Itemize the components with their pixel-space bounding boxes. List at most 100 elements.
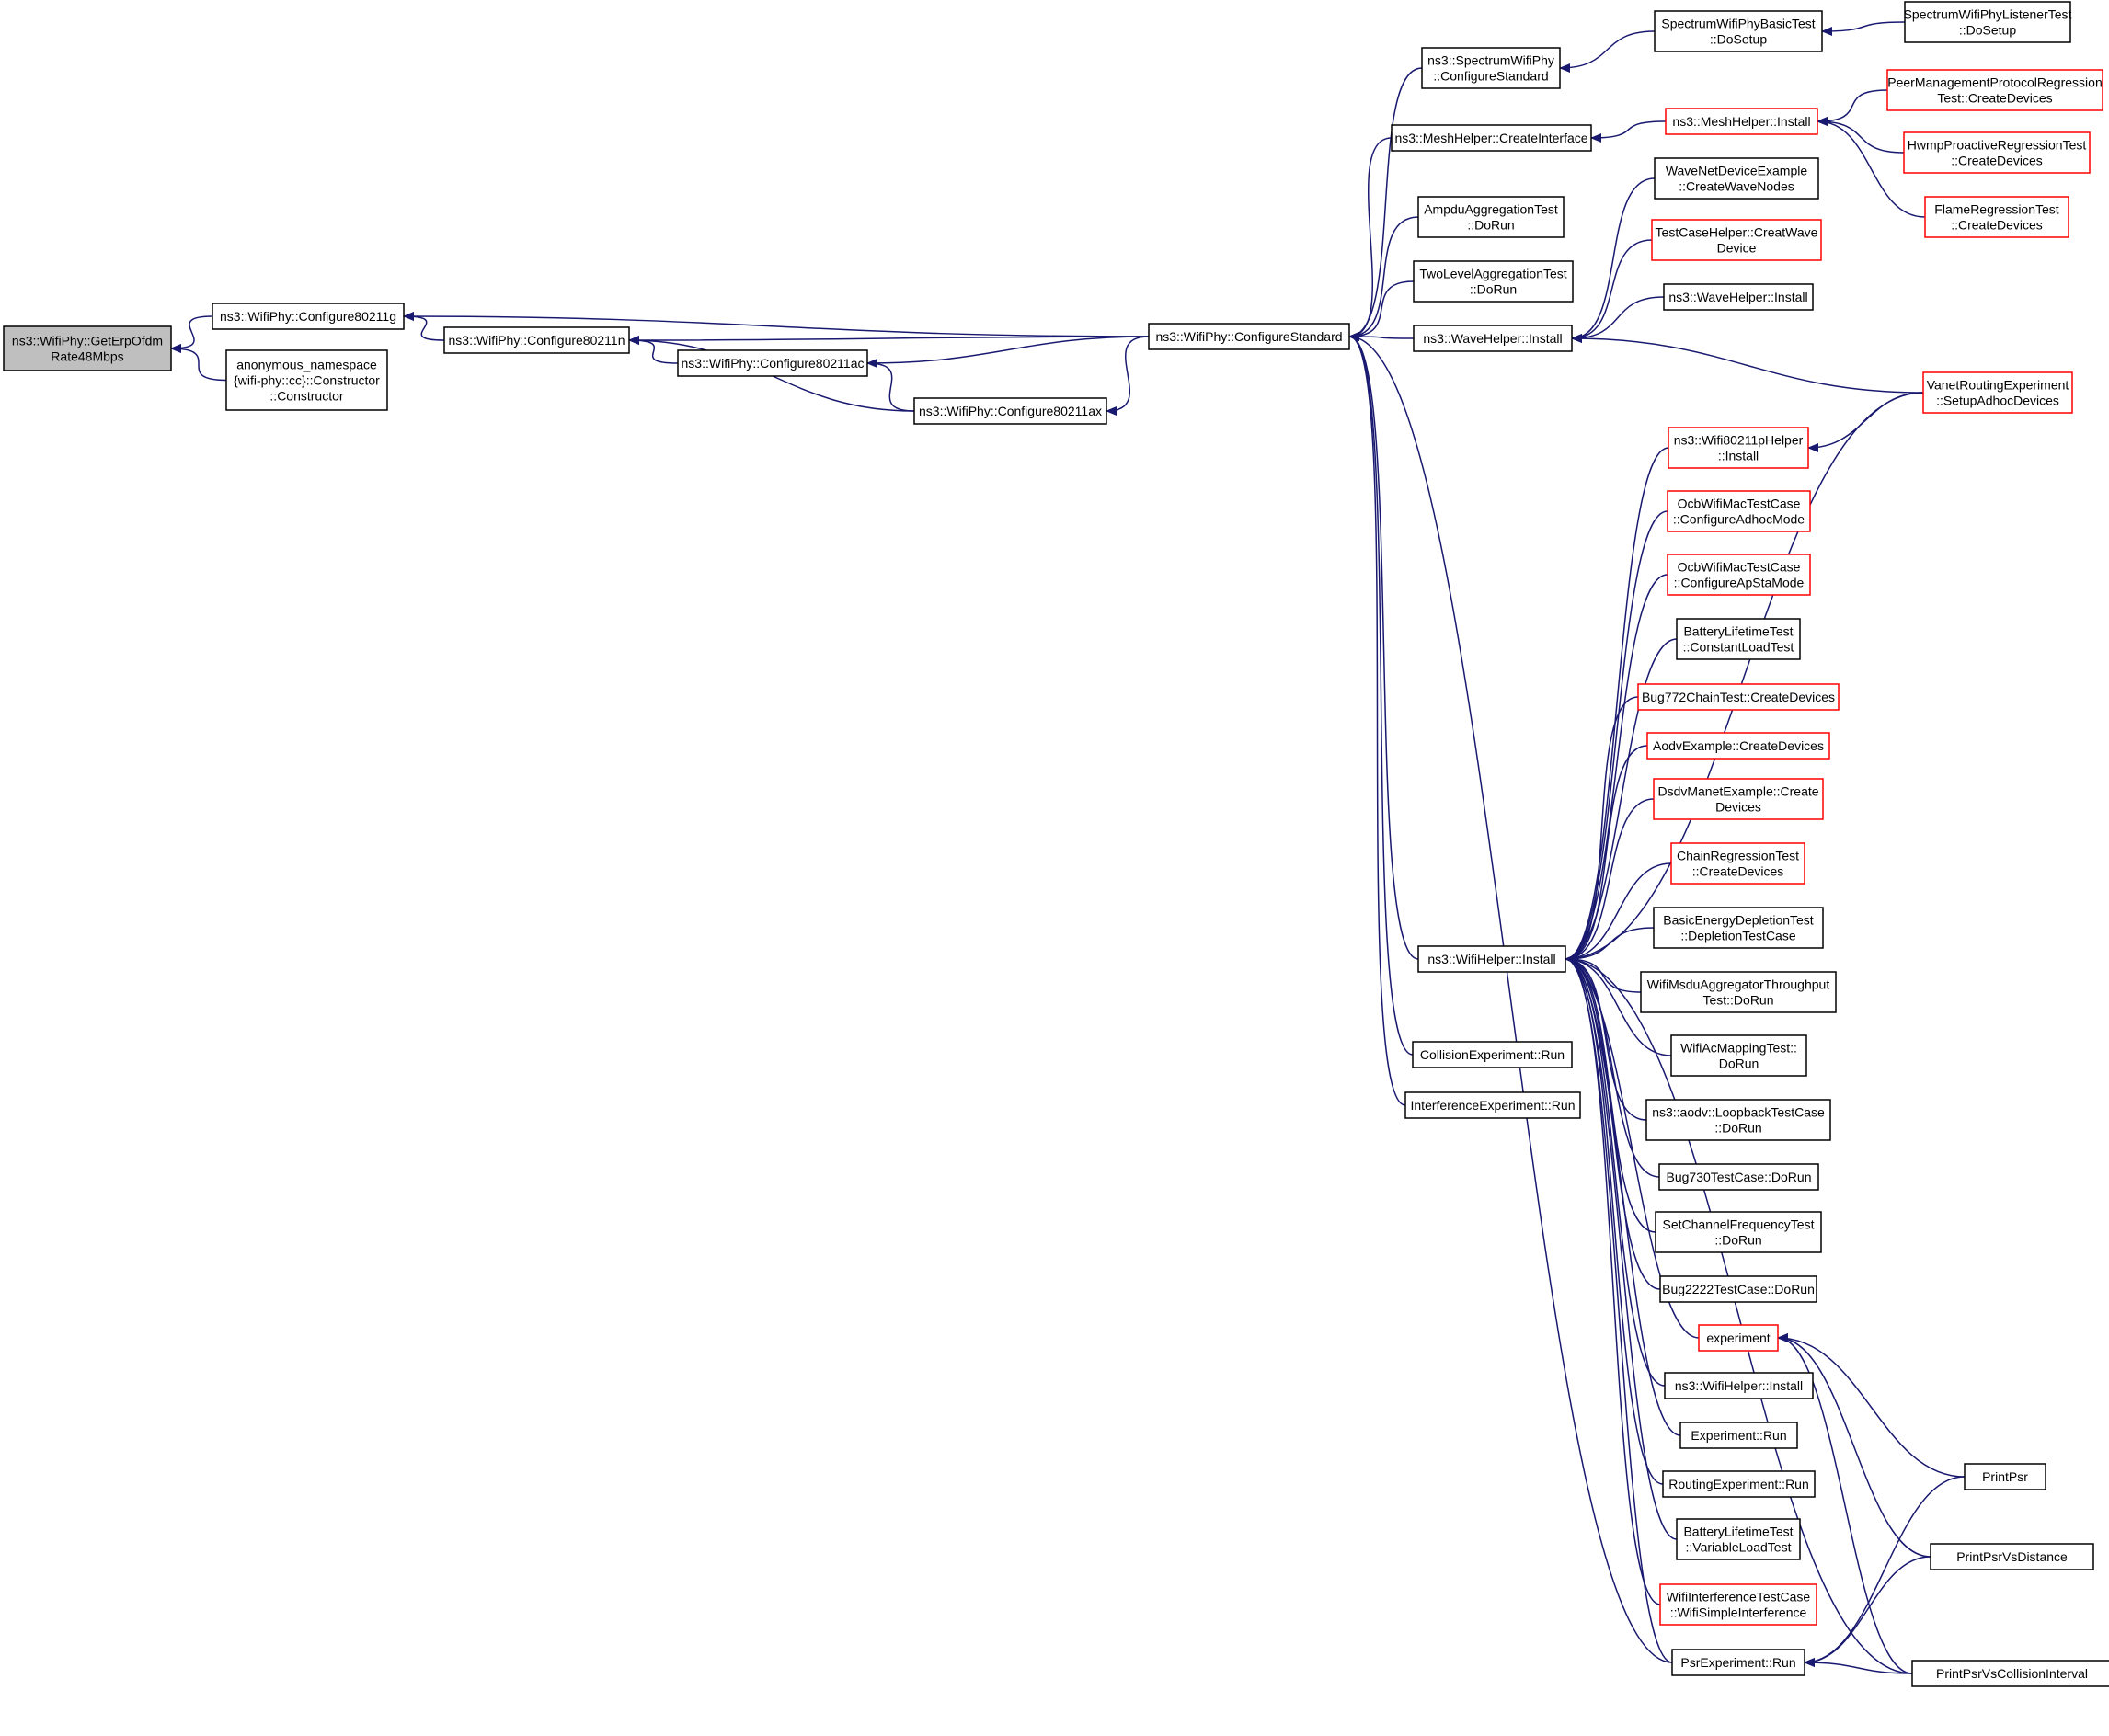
- node-batVar[interactable]: BatteryLifetimeTest::VariableLoadTest: [1676, 1518, 1801, 1560]
- edge-path: [1565, 954, 1660, 1178]
- node-box: [1667, 490, 1811, 532]
- edge-path: [1571, 177, 1656, 343]
- node-waveInst[interactable]: ns3::WaveHelper::Install: [1413, 325, 1573, 352]
- edge-path: [1565, 954, 1700, 1339]
- node-box: [1922, 371, 2073, 414]
- node-printPsrDist[interactable]: PrintPsrVsDistance: [1930, 1543, 2094, 1570]
- edge-waveInst-to-cfgStd: [1348, 332, 1415, 342]
- node-w80211p[interactable]: ns3::Wifi80211pHelper::Install: [1668, 427, 1809, 469]
- node-label: ns3::WifiPhy::Configure80211ac: [682, 356, 865, 371]
- node-label: ::WifiSimpleInterference: [1670, 1605, 1807, 1619]
- node-box: [1651, 219, 1822, 261]
- node-hwmp[interactable]: HwmpProactiveRegressionTest::CreateDevic…: [1903, 131, 2091, 174]
- node-expRun[interactable]: Experiment::Run: [1679, 1422, 1798, 1449]
- node-setChan[interactable]: SetChannelFrequencyTest::DoRun: [1655, 1211, 1822, 1253]
- node-psrRun[interactable]: PsrExperiment::Run: [1671, 1649, 1805, 1676]
- node-twoLevel[interactable]: TwoLevelAggregationTest::DoRun: [1413, 260, 1574, 303]
- node-label: ::CreateDevices: [1692, 863, 1784, 878]
- node-wifiInterf[interactable]: WifiInterferenceTestCase::WifiSimpleInte…: [1659, 1583, 1817, 1626]
- node-waveInst2[interactable]: ns3::WaveHelper::Install: [1663, 283, 1814, 311]
- node-label: ::Constructor: [269, 388, 343, 403]
- edge-path: [1571, 239, 1653, 343]
- node-experiment[interactable]: experiment: [1698, 1324, 1779, 1352]
- edge-path: [1817, 117, 1905, 154]
- node-label: ::ConfigureAdhocMode: [1673, 511, 1805, 526]
- edge-printPsrDist-to-experiment: [1777, 1333, 1931, 1558]
- node-label: ::DoRun: [1714, 1120, 1761, 1135]
- edge-flame-to-meshInst: [1817, 117, 1926, 218]
- edge-meshInst-to-meshCI: [1590, 120, 1667, 143]
- edge-path: [1817, 89, 1888, 126]
- node-bug730[interactable]: Bug730TestCase::DoRun: [1658, 1163, 1819, 1191]
- node-ocbApSta[interactable]: OcbWifiMacTestCase::ConfigureApStaMode: [1667, 554, 1811, 596]
- edge-bug730-to-wifiHInst: [1565, 954, 1660, 1178]
- node-routingRun[interactable]: RoutingExperiment::Run: [1662, 1470, 1816, 1498]
- node-c11ac[interactable]: ns3::WifiPhy::Configure80211ac: [677, 349, 868, 377]
- node-ocbAdhoc[interactable]: OcbWifiMacTestCase::ConfigureAdhocMode: [1667, 490, 1811, 532]
- node-label: ::DoRun: [1467, 217, 1514, 232]
- node-aodvEx[interactable]: AodvExample::CreateDevices: [1646, 732, 1830, 760]
- node-label: Rate48Mbps: [51, 348, 123, 363]
- node-box: [1903, 131, 2091, 174]
- node-c11n[interactable]: ns3::WifiPhy::Configure80211n: [443, 326, 630, 354]
- node-bug2222[interactable]: Bug2222TestCase::DoRun: [1659, 1275, 1817, 1303]
- node-collRun[interactable]: CollisionExperiment::Run: [1412, 1041, 1573, 1068]
- node-label: ::DepletionTestCase: [1680, 928, 1796, 942]
- edge-path: [1348, 67, 1423, 341]
- node-vanet[interactable]: VanetRoutingExperiment::SetupAdhocDevice…: [1922, 371, 2073, 414]
- node-aodvLoop[interactable]: ns3::aodv::LoopbackTestCase::DoRun: [1645, 1099, 1831, 1141]
- node-label: ns3::WifiPhy::GetErpOfdm: [12, 333, 163, 348]
- node-box: [212, 303, 405, 330]
- node-wifiHInst2[interactable]: ns3::WifiHelper::Install: [1664, 1372, 1814, 1399]
- node-label: OcbWifiMacTestCase: [1678, 496, 1801, 510]
- node-box: [1664, 1372, 1814, 1399]
- node-acMap[interactable]: WifiAcMappingTest::DoRun: [1670, 1034, 1807, 1077]
- node-label: PrintPsrVsCollisionInterval: [1936, 1666, 2088, 1681]
- edge-batVar-to-wifiHInst: [1565, 954, 1678, 1540]
- node-interfRun[interactable]: InterferenceExperiment::Run: [1404, 1091, 1581, 1119]
- node-box: [1670, 842, 1805, 885]
- node-bug772[interactable]: Bug772ChainTest::CreateDevices: [1637, 683, 1840, 711]
- node-box: [1679, 1422, 1798, 1449]
- node-batConst[interactable]: BatteryLifetimeTest::ConstantLoadTest: [1676, 618, 1801, 660]
- node-basicEnergy[interactable]: BasicEnergyDepletionTest::DepletionTestC…: [1653, 907, 1824, 949]
- node-box: [1417, 945, 1566, 973]
- edge-collRun-to-cfgStd: [1348, 332, 1414, 1056]
- node-label: BatteryLifetimeTest: [1683, 1524, 1793, 1538]
- node-meshInst[interactable]: ns3::MeshHelper::Install: [1665, 108, 1818, 135]
- node-c11ax[interactable]: ns3::WifiPhy::Configure80211ax: [913, 397, 1107, 425]
- node-flame[interactable]: FlameRegressionTest::CreateDevices: [1924, 196, 2069, 238]
- edge-cfgStd-to-c11n: [628, 335, 1150, 345]
- node-dsdv[interactable]: DsdvManetExample::CreateDevices: [1653, 778, 1824, 820]
- node-printPsr[interactable]: PrintPsr: [1964, 1463, 2046, 1490]
- node-chainReg[interactable]: ChainRegressionTest::CreateDevices: [1670, 842, 1805, 885]
- node-label: TestCaseHelper::CreatWave: [1656, 224, 1818, 239]
- node-anon[interactable]: anonymous_namespace{wifi-phy::cc}::Const…: [225, 349, 388, 411]
- node-peerMgmt[interactable]: PeerManagementProtocolRegressionTest::Cr…: [1886, 69, 2103, 111]
- edge-path: [1348, 137, 1393, 341]
- node-label: DoRun: [1719, 1056, 1759, 1070]
- node-label: HwmpProactiveRegressionTest: [1908, 137, 2087, 152]
- node-specListener[interactable]: SpectrumWifiPhyListenerTest::DoSetup: [1904, 1, 2072, 43]
- node-label: ns3::WifiHelper::Install: [1427, 952, 1555, 966]
- node-label: ::ConfigureApStaMode: [1674, 575, 1805, 589]
- node-specCfg[interactable]: ns3::SpectrumWifiPhy::ConfigureStandard: [1421, 47, 1561, 89]
- edge-psrRun-to-cfgStd: [1348, 332, 1673, 1663]
- node-label: InterferenceExperiment::Run: [1411, 1098, 1576, 1113]
- node-specBasic[interactable]: SpectrumWifiPhyBasicTest::DoSetup: [1654, 10, 1823, 52]
- node-wifiHInst[interactable]: ns3::WifiHelper::Install: [1417, 945, 1566, 973]
- node-ampdu[interactable]: AmpduAggregationTest::DoRun: [1417, 196, 1565, 238]
- node-label: Test::CreateDevices: [1937, 90, 2052, 105]
- node-meshCI[interactable]: ns3::MeshHelper::CreateInterface: [1391, 124, 1592, 152]
- node-c11g[interactable]: ns3::WifiPhy::Configure80211g: [212, 303, 405, 330]
- node-printPsrColl[interactable]: PrintPsrVsCollisionInterval: [1911, 1660, 2109, 1687]
- node-box: [1413, 325, 1573, 352]
- node-box: [1646, 732, 1830, 760]
- node-waveNet[interactable]: WaveNetDeviceExample::CreateWaveNodes: [1654, 157, 1819, 200]
- node-cfgStd[interactable]: ns3::WifiPhy::ConfigureStandard: [1148, 323, 1350, 350]
- node-label: SpectrumWifiPhyBasicTest: [1661, 16, 1815, 30]
